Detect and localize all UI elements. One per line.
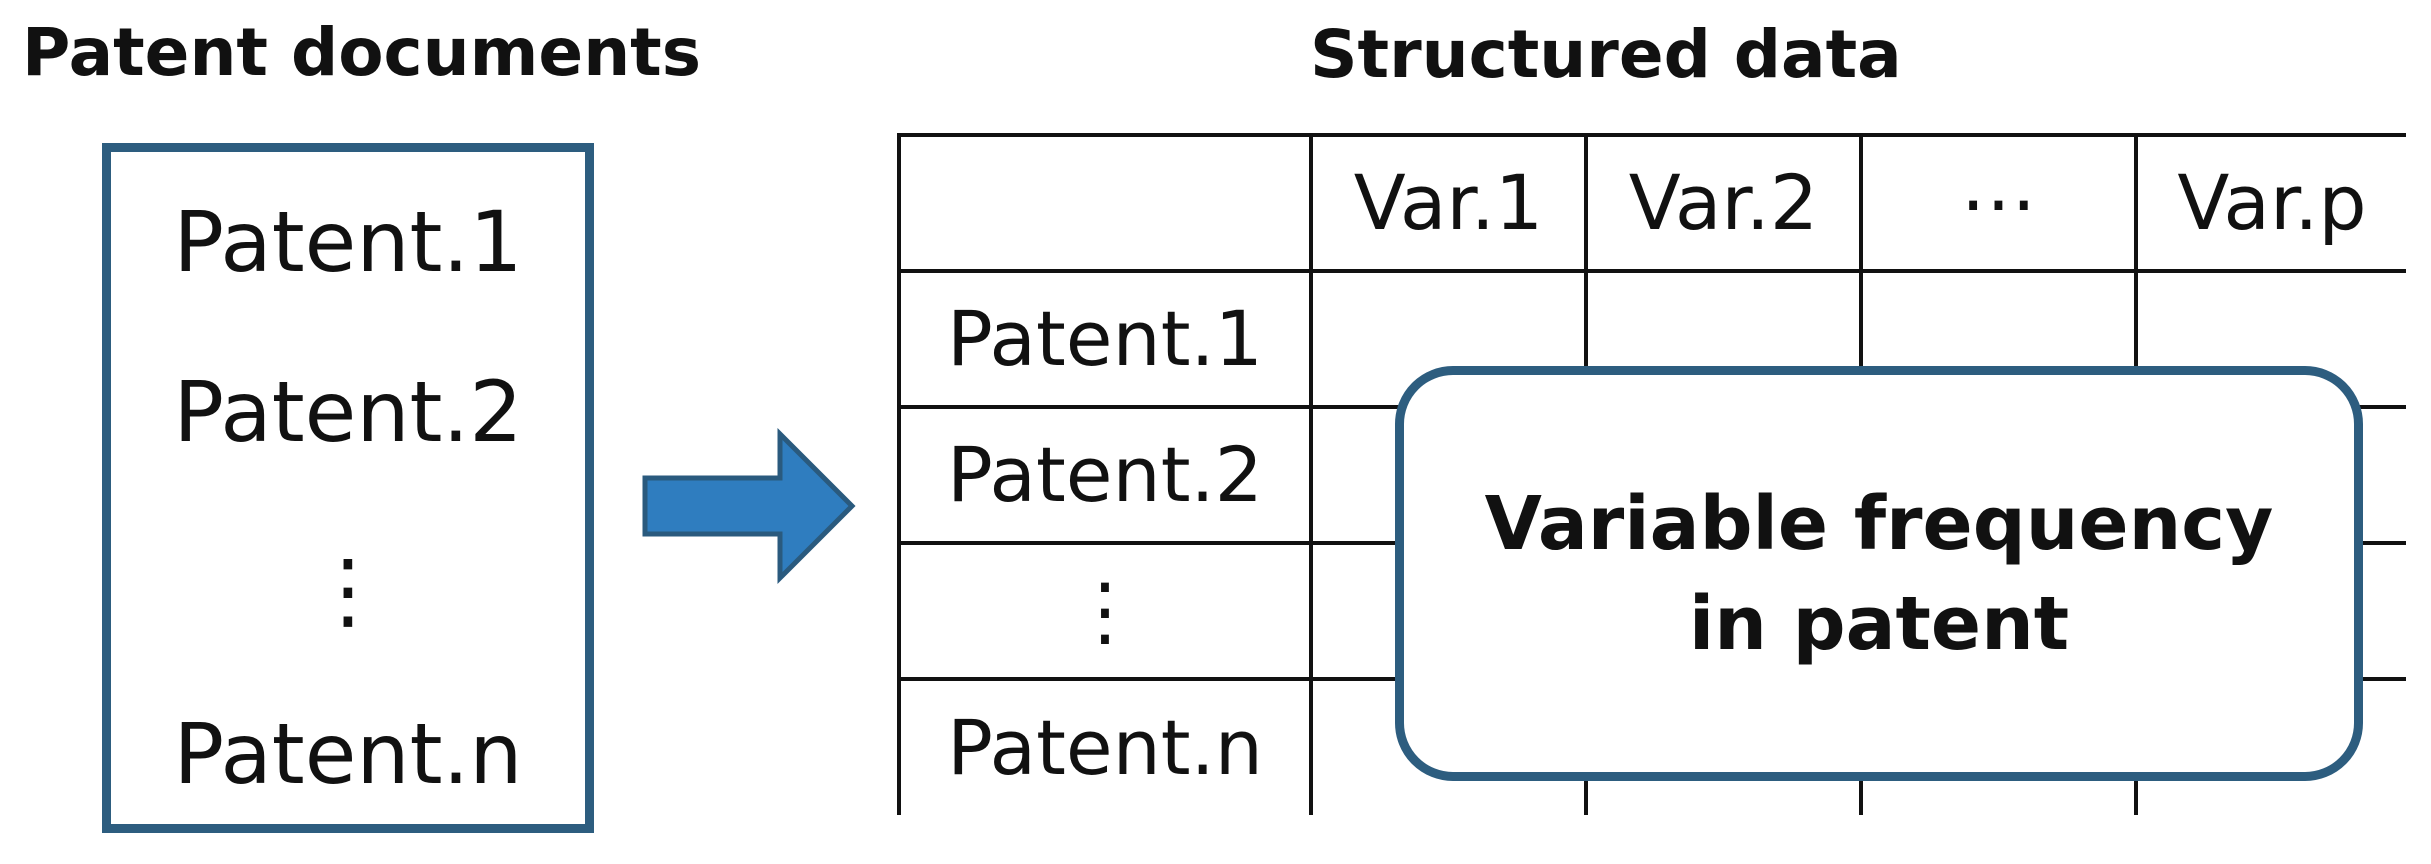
table-corner-cell — [897, 133, 1313, 273]
callout-line: in patent — [1688, 580, 2070, 667]
right-arrow-icon — [642, 428, 856, 585]
document-item: Patent.2 — [173, 363, 523, 461]
row-header: Patent.n — [897, 677, 1313, 815]
document-item: Patent.1 — [173, 193, 523, 291]
column-header: Var.2 — [1584, 133, 1863, 273]
column-header: Var.1 — [1309, 133, 1588, 273]
table-header-row: Var.1 Var.2 ⋯ Var.p — [897, 133, 2406, 273]
patent-documents-heading: Patent documents — [22, 14, 702, 91]
document-item: Patent.n — [173, 705, 523, 803]
structured-data-heading: Structured data — [1310, 16, 1902, 93]
row-header: Patent.1 — [897, 269, 1313, 409]
row-header: ⋮ — [897, 541, 1313, 681]
variable-frequency-callout: Variable frequency in patent — [1395, 366, 2363, 781]
row-header: Patent.2 — [897, 405, 1313, 545]
callout-line: Variable frequency — [1484, 480, 2274, 567]
column-header: ⋯ — [1859, 133, 2138, 273]
document-item: ⋮ — [306, 541, 390, 639]
patent-documents-box: Patent.1 Patent.2 ⋮ Patent.n — [102, 143, 594, 833]
column-header: Var.p — [2134, 133, 2406, 273]
